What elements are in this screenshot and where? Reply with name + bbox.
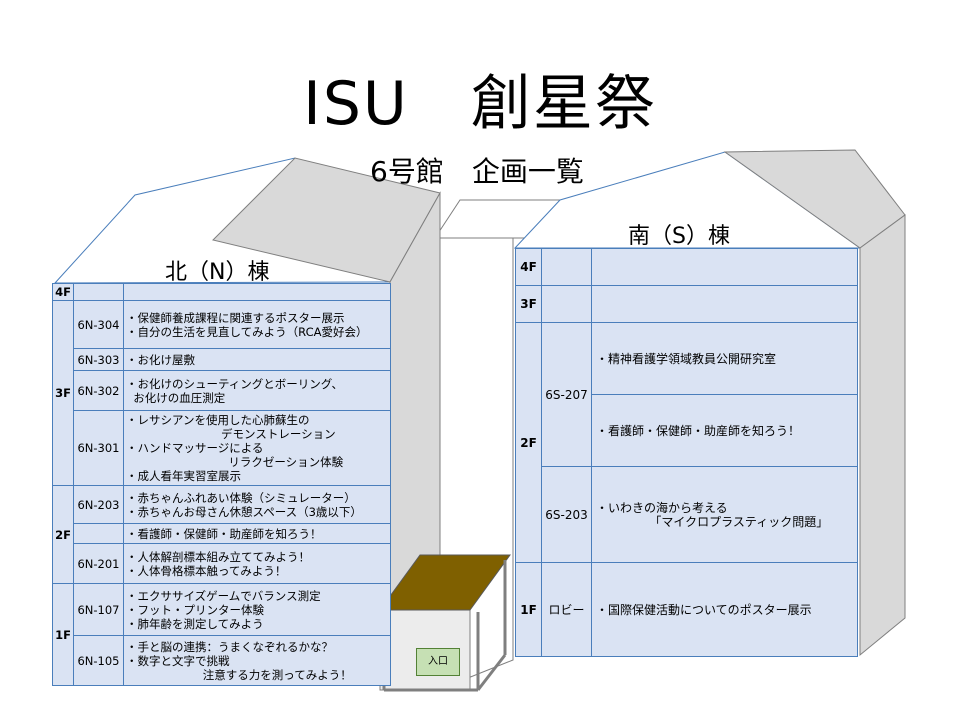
table-row: ・看護師・保健師・助産師を知ろう！	[516, 394, 858, 467]
event-list: ・保健師養成課程に関連するポスター展示 ・自分の生活を見直してみよう（RCA愛好…	[123, 300, 391, 349]
event-list: ・看護師・保健師・助産師を知ろう！	[591, 394, 858, 467]
table-row: 6N-303 ・お化け屋敷	[53, 348, 391, 371]
event-list: ・お化け屋敷	[123, 348, 391, 371]
table-row: 3F	[515, 285, 858, 323]
room-number	[73, 523, 124, 544]
floor-label: 3F	[515, 285, 542, 323]
event-cell	[123, 283, 391, 301]
floor-label: 1F	[52, 583, 74, 686]
table-row: 2F 6S-207 ・精神看護学領域教員公開研究室	[515, 322, 858, 563]
floor-label: 2F	[515, 322, 542, 563]
room-number: 6S-207	[541, 322, 592, 467]
event-list: ・国際保健活動についてのポスター展示	[591, 562, 858, 657]
canopy-beam	[476, 654, 507, 691]
room-number: ロビー	[541, 562, 592, 657]
floor-label: 4F	[515, 248, 542, 286]
floor-label: 1F	[515, 562, 542, 657]
event-list: ・人体解剖標本組み立ててみよう！ ・人体骨格標本触ってみよう！	[123, 543, 391, 584]
event-cell	[591, 285, 858, 323]
event-list: ・看護師・保健師・助産師を知ろう！	[123, 523, 391, 544]
south-floor-table: 4F 3F 2F 6S-207 ・精神看護学領域教員公開研究室 ・看護師・保健師…	[515, 248, 858, 657]
room-number: 6N-304	[73, 300, 124, 349]
event-list: ・手と脳の連携：うまくなぞれるかな？ ・数字と文字で挑戦 注意する力を測ってみよ…	[123, 635, 391, 686]
page-subtitle: 6号館 企画一覧	[370, 155, 584, 188]
event-list: ・レサシアンを使用した心肺蘇生の デモンストレーション ・ハンドマッサージによる…	[123, 410, 391, 486]
event-cell	[591, 248, 858, 286]
entrance-canopy-roof	[379, 554, 511, 611]
floor-label: 4F	[52, 283, 74, 301]
table-row: 1F 6N-107 ・エクササイズゲームでバランス測定 ・フット・プリンター体験…	[52, 583, 391, 686]
event-list: ・いわきの海から考える 「マイクロプラスティック問題」	[591, 466, 858, 563]
floor-label: 3F	[52, 300, 74, 486]
event-list: ・精神看護学領域教員公開研究室	[591, 322, 858, 395]
page-title: ISU 創星祭	[303, 69, 657, 139]
room-number: 6N-107	[73, 583, 124, 636]
south-building-name: 南（S）棟	[628, 224, 730, 249]
event-list: ・お化けのシューティングとボーリング、 お化けの血圧測定	[123, 370, 391, 411]
table-row: 6N-301 ・レサシアンを使用した心肺蘇生の デモンストレーション ・ハンドマ…	[53, 410, 391, 486]
entrance-sign: 入口	[416, 648, 460, 676]
room-number: 6N-203	[73, 485, 124, 524]
north-building-name: 北（N）棟	[165, 260, 270, 285]
room-number: 6S-203	[541, 466, 592, 563]
floor-label: 2F	[52, 485, 74, 584]
south-side-wall	[859, 214, 906, 657]
table-row: ・看護師・保健師・助産師を知ろう！	[53, 523, 391, 544]
table-row: 3F 6N-304 ・保健師養成課程に関連するポスター展示 ・自分の生活を見直し…	[52, 300, 391, 486]
room-number: 6N-105	[73, 635, 124, 686]
room-cell	[73, 283, 124, 301]
room-number: 6N-302	[73, 370, 124, 411]
table-row: 2F 6N-203 ・赤ちゃんふれあい体験（シミュレーター） ・赤ちゃんお母さん…	[52, 485, 391, 584]
room-number: 6N-201	[73, 543, 124, 584]
event-list: ・エクササイズゲームでバランス測定 ・フット・プリンター体験 ・肺年齢を測定して…	[123, 583, 391, 636]
north-floor-table: 4F 3F 6N-304 ・保健師養成課程に関連するポスター展示 ・自分の生活を…	[52, 283, 391, 686]
room-number: 6N-303	[73, 348, 124, 371]
table-row: 6S-203 ・いわきの海から考える 「マイクロプラスティック問題」	[516, 466, 858, 563]
table-row: 1F ロビー ・国際保健活動についてのポスター展示	[515, 562, 858, 657]
room-number: 6N-301	[73, 410, 124, 486]
table-row: 6N-105 ・手と脳の連携：うまくなぞれるかな？ ・数字と文字で挑戦 注意する…	[53, 635, 391, 686]
event-list: ・赤ちゃんふれあい体験（シミュレーター） ・赤ちゃんお母さん休憩スペース（3歳以…	[123, 485, 391, 524]
table-row: 4F	[515, 248, 858, 286]
room-cell	[541, 285, 592, 323]
room-cell	[541, 248, 592, 286]
table-row: 6N-302 ・お化けのシューティングとボーリング、 お化けの血圧測定	[53, 370, 391, 411]
table-row: 6N-201 ・人体解剖標本組み立ててみよう！ ・人体骨格標本触ってみよう！	[53, 543, 391, 584]
